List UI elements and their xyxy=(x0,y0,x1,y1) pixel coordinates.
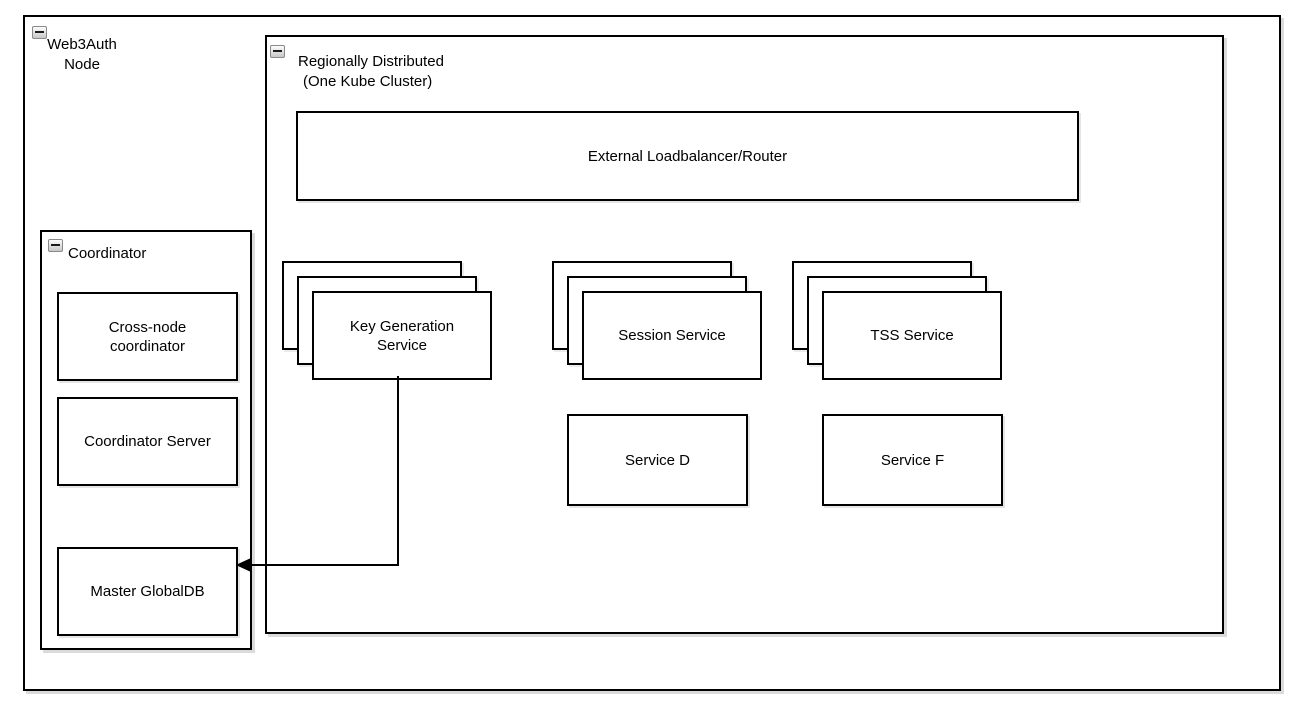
web3auth-node-label-line1: Web3Auth xyxy=(47,36,117,53)
kube-cluster-label-line1: Regionally Distributed xyxy=(298,53,444,70)
web3auth-node-label-line2: Node xyxy=(64,56,100,73)
service-d-label: Service D xyxy=(624,451,691,469)
session-service-stack: Session Service xyxy=(552,261,764,382)
web3auth-node-group[interactable]: Web3Auth Node Regionally Distributed (On… xyxy=(23,15,1281,691)
collapse-minus-icon[interactable] xyxy=(32,26,47,39)
coordinator-server-box[interactable]: Coordinator Server xyxy=(57,397,238,486)
key-generation-service-box[interactable]: Key Generation Service xyxy=(312,291,492,380)
service-f-box[interactable]: Service F xyxy=(822,414,1003,506)
service-f-label: Service F xyxy=(880,451,945,469)
kube-cluster-group[interactable]: Regionally Distributed (One Kube Cluster… xyxy=(265,35,1224,634)
collapse-minus-icon[interactable] xyxy=(270,45,285,58)
collapse-minus-icon[interactable] xyxy=(48,239,63,252)
coordinator-server-label: Coordinator Server xyxy=(84,433,211,450)
master-globaldb-label: Master GlobalDB xyxy=(90,583,205,600)
kube-cluster-label: Regionally Distributed (One Kube Cluster… xyxy=(298,52,444,92)
tss-service-stack: TSS Service xyxy=(792,261,1004,382)
web3auth-node-label: Web3Auth Node xyxy=(30,35,134,75)
external-loadbalancer-box[interactable]: External Loadbalancer/Router xyxy=(296,111,1079,201)
key-generation-service-label: Key Generation Service xyxy=(349,317,455,354)
master-globaldb-box[interactable]: Master GlobalDB xyxy=(57,547,238,636)
tss-service-box[interactable]: TSS Service xyxy=(822,291,1002,380)
session-service-label: Session Service xyxy=(618,327,726,344)
session-service-box[interactable]: Session Service xyxy=(582,291,762,380)
key-generation-service-stack: Key Generation Service xyxy=(282,261,494,382)
coordinator-label: Coordinator xyxy=(68,245,147,262)
cross-node-coordinator-box[interactable]: Cross-node coordinator xyxy=(57,292,238,381)
kube-cluster-label-line2: (One Kube Cluster) xyxy=(303,73,433,90)
cross-node-coordinator-label: Cross-node coordinator xyxy=(108,318,187,355)
external-loadbalancer-label: External Loadbalancer/Router xyxy=(587,147,788,165)
coordinator-group[interactable]: Coordinator Cross-node coordinator Coord… xyxy=(40,230,252,650)
tss-service-label: TSS Service xyxy=(870,327,954,344)
service-d-box[interactable]: Service D xyxy=(567,414,748,506)
